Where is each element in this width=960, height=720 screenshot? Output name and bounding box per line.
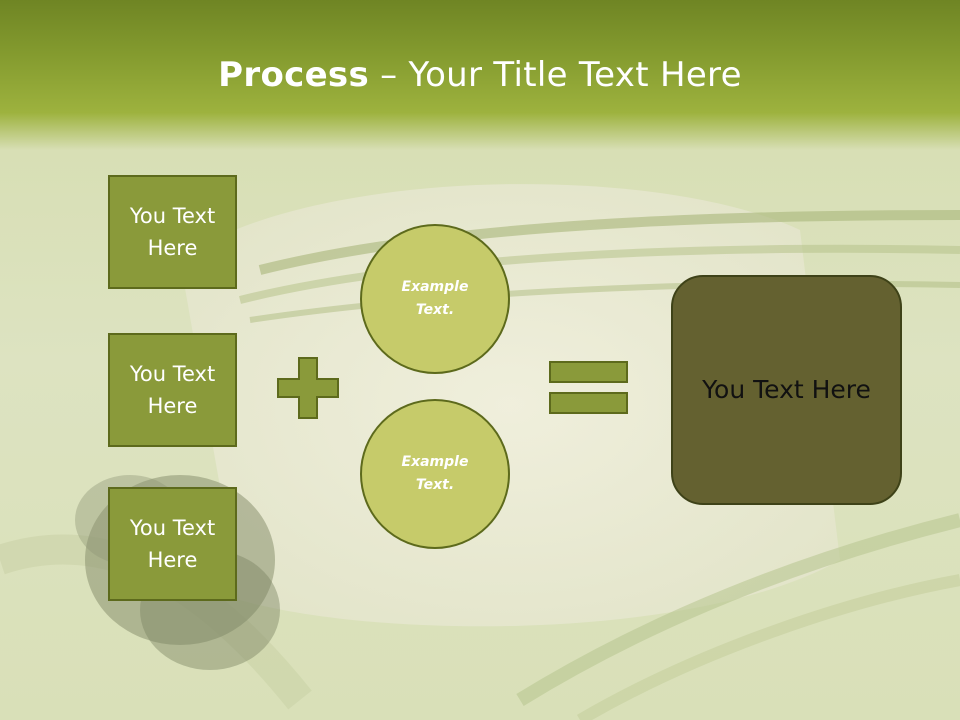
- input-box-label: You Text Here: [129, 204, 216, 260]
- result-box[interactable]: You Text Here: [671, 275, 902, 505]
- example-circle-1[interactable]: Example Text.: [360, 224, 510, 374]
- equals-icon[interactable]: [549, 361, 628, 414]
- plus-icon[interactable]: [277, 357, 339, 419]
- circle-label: Example Text.: [401, 279, 469, 318]
- title-bar: [0, 0, 960, 150]
- circle-label: Example Text.: [401, 454, 469, 493]
- result-label: You Text Here: [702, 375, 871, 404]
- input-box-3[interactable]: You Text Here: [108, 487, 237, 601]
- input-box-label: You Text Here: [129, 362, 216, 418]
- title-rest: – Your Title Text Here: [369, 55, 742, 95]
- input-box-1[interactable]: You Text Here: [108, 175, 237, 289]
- title-bold: Process: [218, 55, 370, 95]
- input-box-2[interactable]: You Text Here: [108, 333, 237, 447]
- slide-title[interactable]: Process – Your Title Text Here: [0, 52, 960, 98]
- example-circle-2[interactable]: Example Text.: [360, 399, 510, 549]
- input-box-label: You Text Here: [129, 516, 216, 572]
